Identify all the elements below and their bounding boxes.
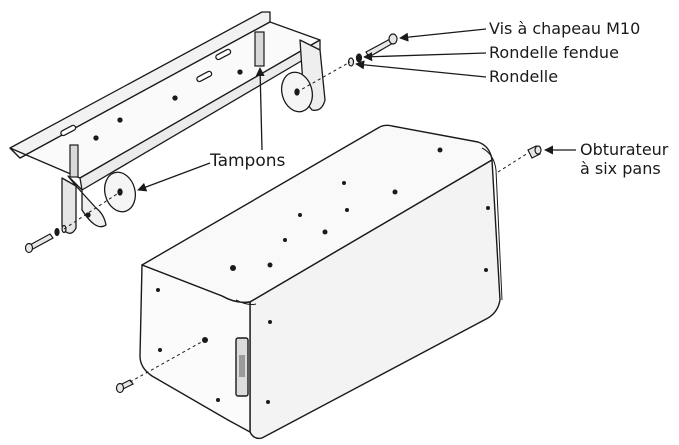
leader-washer [355, 60, 487, 78]
cap-screw-head [388, 33, 398, 45]
bracket-slot [196, 70, 213, 83]
bracket-left-arm-face [61, 177, 77, 234]
align-line-right [296, 61, 351, 93]
speaker-cabinet [139, 124, 503, 440]
bracket-hole [93, 135, 99, 141]
label-hex-plug: Obturateur à six pans [580, 140, 668, 178]
label-pads: Tampons [210, 151, 286, 171]
leader-pad-disc [137, 162, 211, 192]
hex-plug-head [534, 145, 542, 155]
align-line-plug [497, 152, 529, 173]
bracket-bottom-plate [9, 21, 321, 179]
cabinet-edge [235, 299, 257, 305]
cap-screw-left-head [24, 242, 34, 254]
align-line-front [129, 339, 206, 383]
label-washer: Rondelle [489, 67, 559, 86]
label-hex-plug-line1: Obturateur [580, 140, 669, 159]
cabinet-right-face [249, 159, 501, 440]
leader-screw [399, 28, 487, 42]
label-split-washer: Rondelle fendue [489, 43, 619, 62]
align-line-left [63, 191, 121, 230]
leader-split-washer [363, 52, 487, 62]
leader-pad-block [255, 67, 265, 151]
cabinet-handle-grip [239, 355, 245, 377]
bracket-hole [237, 69, 243, 75]
label-hex-plug-line2: à six pans [580, 159, 661, 178]
bracket-slot [60, 124, 77, 137]
cabinet-front-face [139, 264, 251, 433]
split-washer [355, 53, 363, 63]
bracket-hole [172, 95, 178, 101]
label-cap-screw: Vis à chapeau M10 [489, 19, 641, 38]
cabinet-edge [481, 147, 503, 301]
bracket-hole [117, 117, 123, 123]
bracket-hole [85, 212, 91, 218]
pad-block-left [69, 144, 79, 178]
front-screw-head [115, 382, 125, 394]
bracket-slot [215, 48, 232, 61]
pad-block-right [254, 31, 265, 67]
washer [347, 57, 355, 67]
split-washer-left [54, 227, 60, 237]
